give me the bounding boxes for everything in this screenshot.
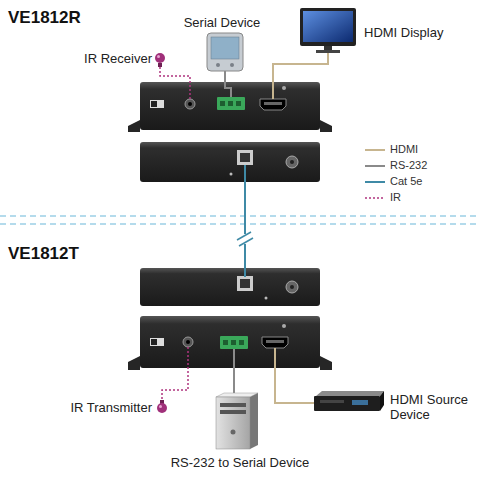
status-led (230, 173, 233, 176)
switch-symbol (150, 338, 164, 346)
pc-tower-icon (216, 397, 250, 449)
legend-samples (365, 150, 385, 198)
rs232-wire (233, 349, 235, 395)
display-base (316, 50, 340, 53)
legend-line-sample (365, 149, 385, 151)
terminal-hole (239, 340, 244, 345)
ir-receiver-highlight (157, 55, 160, 58)
serial-device-button (230, 63, 234, 67)
switch-knob (151, 101, 157, 107)
device-label: Serial Device (172, 15, 272, 30)
power-jack-hole (290, 285, 294, 289)
unit-heading: VE1812R (8, 8, 81, 28)
hdmi-port (262, 337, 288, 348)
ir-jack (185, 99, 195, 109)
serial-device-icon (207, 33, 243, 71)
hdmi-wire (273, 53, 328, 99)
device-panel (140, 268, 320, 306)
display-icon (300, 8, 356, 46)
mounting-ear (320, 356, 332, 370)
separator-line (0, 215, 480, 217)
switch-knob (151, 339, 157, 345)
power-button (231, 430, 236, 435)
device-unit: VE1812R (128, 80, 332, 182)
legend-text: HDMI (390, 143, 418, 156)
terminal-hole (231, 340, 236, 345)
ir-transmitter-highlight (159, 405, 162, 408)
status-led (282, 86, 286, 90)
device-label: HDMI Display (364, 25, 464, 40)
switch-symbol (150, 100, 164, 108)
serial-terminal (217, 97, 245, 110)
rj45-socket (240, 153, 250, 162)
ir-jack-hole (186, 340, 190, 344)
mounting-ear (128, 120, 140, 132)
ir-wire (160, 67, 190, 99)
serial-terminal (220, 336, 248, 349)
front-display (352, 400, 368, 405)
drive-slot (220, 403, 246, 407)
device-label: RS-232 to Serial Device (140, 455, 340, 470)
ir-receiver-stem (158, 63, 162, 67)
terminal-hole (223, 340, 228, 345)
hdmi-port (260, 99, 286, 110)
disc-tray (320, 400, 344, 403)
mounting-ear (320, 120, 332, 132)
cable-break-mark (237, 232, 251, 240)
legend-line-sample (365, 181, 385, 183)
legend-line-sample (365, 165, 385, 167)
source-device-top (316, 391, 384, 396)
rj45-socket (240, 279, 250, 288)
power-jack (286, 156, 298, 168)
rj45-port (237, 150, 253, 165)
display-screen (303, 11, 353, 42)
device-panel (140, 316, 320, 368)
cat5e-cable (244, 182, 246, 266)
mounting-ear (128, 356, 140, 370)
device-label: HDMI Source Device (390, 392, 474, 422)
hdmi-port-pins (264, 102, 282, 105)
status-led (265, 297, 268, 300)
terminal-hole (236, 101, 241, 106)
hdmi-wire (275, 348, 314, 403)
rs232-wire (225, 71, 231, 97)
rj45-port (237, 276, 253, 291)
ir-transmitter-icon (157, 403, 167, 413)
unit-heading: VE1812T (8, 244, 79, 264)
legend-line-sample (365, 197, 385, 199)
ir-wire (162, 347, 188, 400)
cable-break-mark (239, 238, 253, 246)
ir-jack (183, 337, 193, 347)
legend-text: RS-232 (390, 159, 427, 172)
hdmi-port-pins (266, 340, 284, 343)
status-led (282, 324, 286, 328)
ir-jack-hole (188, 102, 192, 106)
terminal-hole (220, 101, 225, 106)
serial-device-screen (211, 37, 239, 59)
pc-tower-side (250, 393, 258, 449)
legend-text: Cat 5e (390, 175, 422, 188)
device-unit: VE1812T (128, 266, 332, 372)
device-panel (140, 142, 320, 182)
legend-text: IR (390, 191, 401, 204)
device-label: IR Transmitter (56, 400, 152, 415)
ir-receiver-icon (155, 53, 165, 63)
terminal-hole (228, 101, 233, 106)
separator-line (0, 223, 480, 225)
cat5e-plug-lead (244, 165, 246, 182)
serial-device-button (216, 63, 220, 67)
display-stand (324, 46, 332, 50)
source-device-side (380, 391, 384, 411)
cat5e-plug-lead (244, 266, 246, 277)
device-label: IR Receiver (56, 51, 152, 66)
power-jack (286, 281, 298, 293)
source-device-icon (314, 396, 380, 411)
power-jack-hole (290, 160, 294, 164)
drive-slot (220, 410, 246, 414)
